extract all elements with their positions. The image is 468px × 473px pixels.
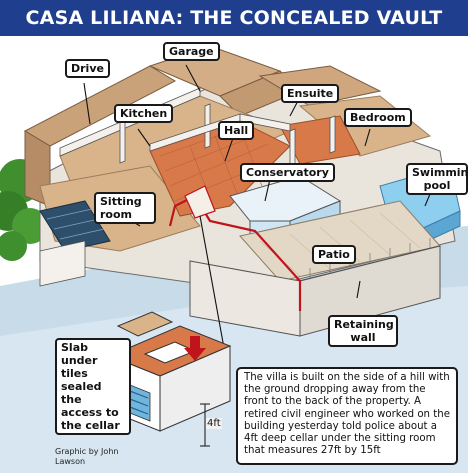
label-drive: Drive: [65, 59, 110, 78]
cellar-depth-label: 4ft: [206, 418, 222, 429]
down-arrow-icon: [184, 336, 206, 361]
label-ensuite: Ensuite: [281, 84, 340, 103]
diagram-title: CASA LILIANA: THE CONCEALED VAULT: [25, 7, 443, 29]
graphic-credit: Graphic by John Lawson: [55, 447, 119, 466]
label-kitchen: Kitchen: [114, 104, 174, 123]
slab-tile: [116, 311, 174, 337]
vault-hatch: [184, 185, 216, 219]
title-bar: CASA LILIANA: THE CONCEALED VAULT: [0, 0, 468, 36]
label-patio: Patio: [312, 245, 356, 264]
label-garage: Garage: [163, 42, 220, 61]
label-conservatory: Conservatory: [240, 163, 335, 182]
description-box: The villa is built on the side of a hill…: [236, 367, 458, 465]
label-bedroom: Bedroom: [344, 108, 412, 127]
label-slab: Slab under tiles sealed the access to th…: [55, 338, 131, 435]
label-retaining-wall: Retaining wall: [328, 315, 398, 347]
label-swimming-pool: Swimming pool: [406, 163, 468, 195]
sitting-room-furniture: [39, 200, 111, 252]
vault-outline: [168, 194, 302, 311]
label-hall: Hall: [218, 121, 255, 140]
description-text: The villa is built on the side of a hill…: [244, 372, 450, 457]
label-sitting-room: Sitting room: [94, 192, 156, 224]
